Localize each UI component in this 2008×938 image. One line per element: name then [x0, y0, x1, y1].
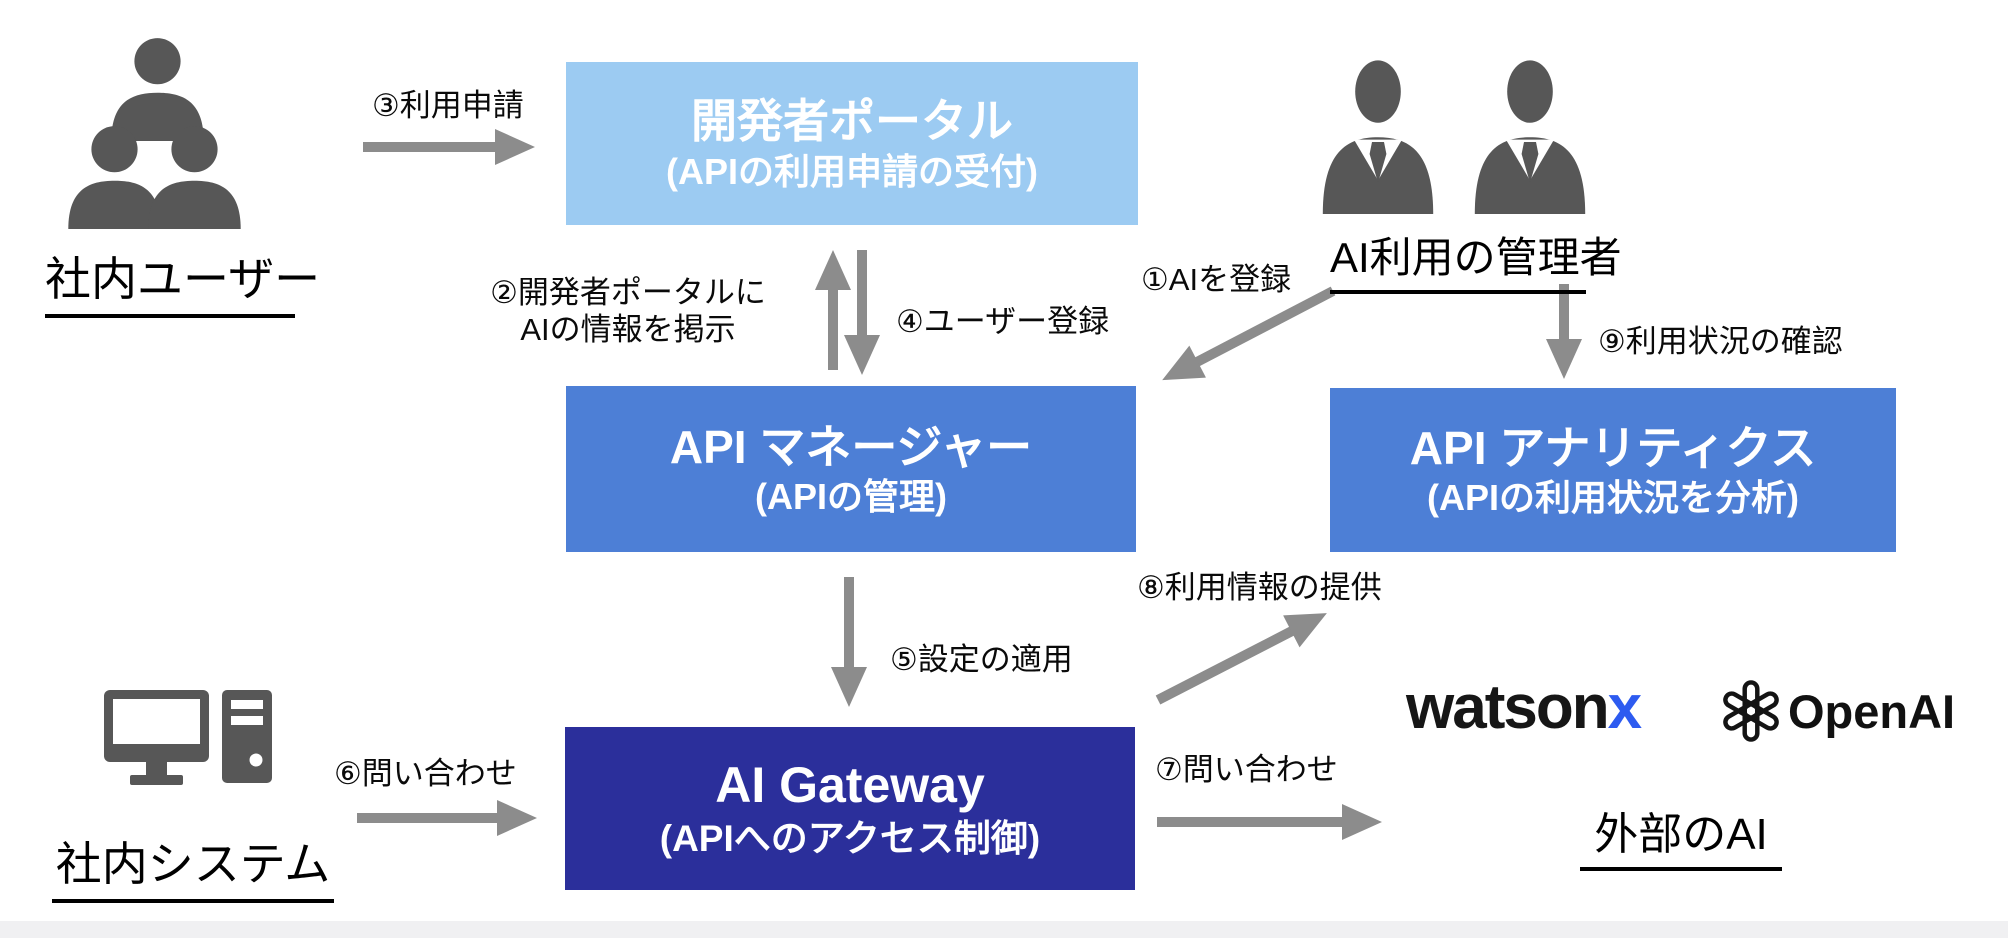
api-analytics-title: API アナリティクス [1409, 421, 1817, 474]
flow-3-label: ③利用申請 [372, 88, 524, 123]
ai-gateway-title: AI Gateway [715, 757, 985, 814]
developer-portal-subtitle: (APIの利用申請の受付) [666, 150, 1038, 192]
ai-admins-label: AI利用の管理者 [1330, 224, 1622, 294]
internal-users-label: 社内ユーザー [45, 243, 320, 318]
flow-8-label: ⑧利用情報の提供 [1137, 570, 1382, 605]
external-ai-label: 外部のAI [1580, 798, 1782, 871]
flow-4-label: ④ユーザー登録 [896, 304, 1110, 339]
developer-portal-title: 開発者ポータル [691, 95, 1013, 148]
api-analytics-subtitle: (APIの利用状況を分析) [1427, 477, 1799, 519]
flow-2-label: ②開発者ポータルに AIの情報を掲示 [455, 274, 801, 348]
api-analytics-box: API アナリティクス (APIの利用状況を分析) [1330, 388, 1896, 552]
ai-gateway-box: AI Gateway (APIへのアクセス制御) [565, 727, 1135, 890]
bottom-strip [0, 921, 2008, 938]
watsonx-logo-x: x [1607, 673, 1643, 742]
api-manager-box: API マネージャー (APIの管理) [566, 386, 1136, 552]
arrow-8-provide-usage-info [1155, 613, 1327, 705]
developer-portal-box: 開発者ポータル (APIの利用申請の受付) [566, 62, 1138, 225]
internal-users-icon [68, 38, 241, 229]
flow-5-label: ⑤設定の適用 [890, 642, 1073, 677]
flow-9-label: ⑨利用状況の確認 [1598, 324, 1843, 359]
watsonx-logo: watsonx [1406, 672, 1643, 743]
watsonx-logo-text: watson [1406, 673, 1610, 742]
api-manager-subtitle: (APIの管理) [755, 476, 947, 518]
flow-2-line2: AIの情報を掲示 [520, 312, 736, 347]
internal-system-computer-icon [104, 690, 272, 785]
openai-logo-icon [1723, 680, 1779, 742]
ai-admins-icon [1322, 60, 1586, 214]
flow-7-label: ⑦問い合わせ [1155, 752, 1338, 787]
api-manager-title: API マネージャー [669, 420, 1033, 473]
internal-systems-label: 社内システム [52, 828, 334, 903]
openai-logo-text: OpenAI [1788, 685, 1956, 738]
arrow-1-register-ai [1162, 286, 1336, 381]
flow-6-label: ⑥問い合わせ [334, 756, 517, 791]
ai-gateway-subtitle: (APIへのアクセス制御) [659, 818, 1041, 860]
flow-1-label: ①AIを登録 [1141, 262, 1292, 297]
flow-2-line1: ②開発者ポータルに [490, 275, 766, 310]
